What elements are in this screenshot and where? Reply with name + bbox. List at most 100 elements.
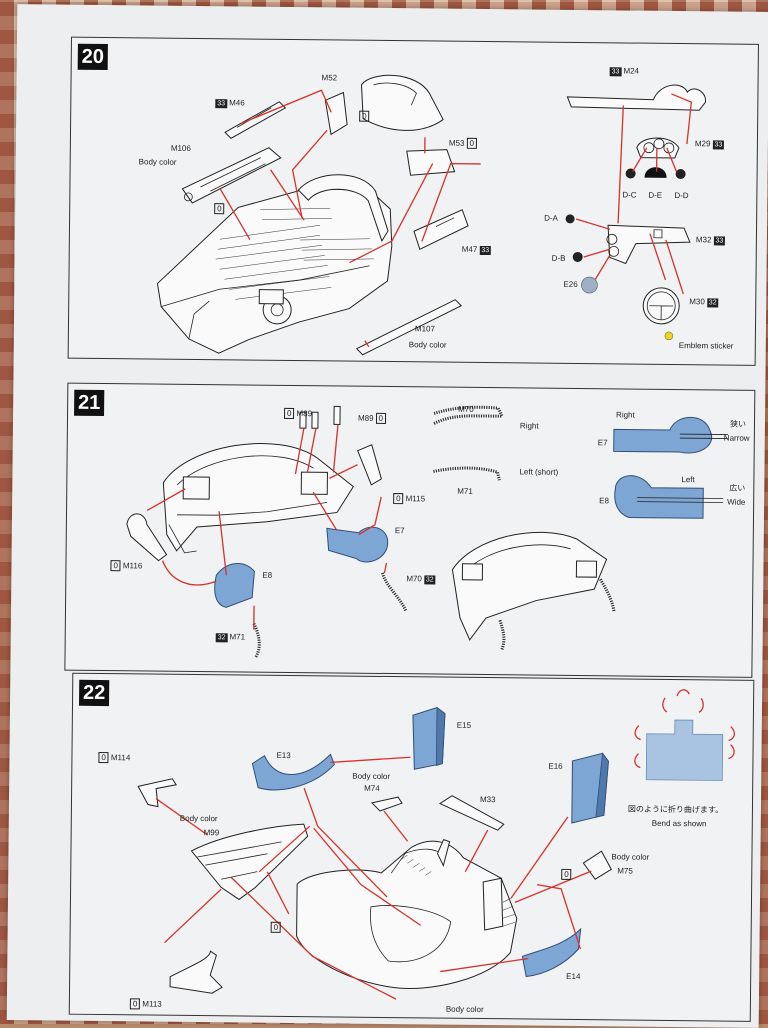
label-emblem-sticker: Emblem sticker (678, 341, 734, 351)
label-m115: M115 (405, 494, 426, 504)
decal-e14 (521, 927, 582, 978)
label-body-color-bottom: Body color (445, 1004, 484, 1015)
body-shell (296, 838, 518, 989)
zero-mark-m106: 0 (212, 203, 227, 215)
step-22-panel: 22 (68, 672, 755, 1022)
label-bend-jp: 図のように折り曲げます。 (627, 804, 724, 815)
mark-33: 33 (215, 99, 228, 109)
label-m53: M53 (448, 138, 465, 148)
part-m47 (413, 209, 469, 251)
label-m30: M30 (689, 297, 705, 307)
part-m99 (190, 823, 309, 901)
part-m107 (355, 299, 463, 356)
label-e7: E7 (394, 526, 405, 536)
emblem-sticker (664, 331, 674, 341)
label-body-color-m106: Body color (138, 157, 177, 167)
label-e15: E15 (456, 720, 472, 730)
label-m32: M32 (695, 235, 712, 245)
label-bend-en: Bend as shown (651, 818, 707, 829)
part-m75 (582, 850, 612, 880)
label-m114: M114 (110, 753, 131, 763)
label-m116: M116 (122, 561, 143, 571)
dash-panel-m32 (606, 224, 691, 265)
label-body-color-m99: Body color (179, 813, 218, 824)
label-m74: M74 (364, 783, 380, 793)
spring-m70 (380, 572, 408, 612)
label-e26: E26 (563, 279, 578, 289)
e7-e8-legend (613, 417, 728, 519)
label-m70b: M70 (406, 574, 422, 584)
legend-left: Left (681, 475, 695, 485)
step-21-drawing (126, 405, 728, 659)
legend-narrow-jp: 狭い (729, 419, 747, 429)
legend-wide-jp: 広い (729, 483, 746, 493)
assembly-arrows (146, 424, 388, 630)
decal-e16 (571, 752, 609, 824)
decal-e7 (326, 526, 389, 563)
label-e16: E16 (548, 761, 563, 771)
label-m106: M106 (170, 143, 191, 153)
label-m99: M99 (203, 828, 220, 838)
label-m71b: M71 (229, 632, 246, 642)
label-m52: M52 (321, 73, 338, 83)
label-m47: M47 (461, 244, 478, 254)
label-e13: E13 (276, 750, 291, 760)
step-20-panel: 20 (67, 36, 759, 366)
decal-e8 (214, 563, 255, 608)
dash-decals (565, 167, 686, 294)
label-m71: M71 (457, 486, 473, 496)
label-da: D-A (544, 213, 558, 223)
part-m89-pair (299, 405, 341, 429)
label-e14: E14 (566, 971, 581, 982)
decal-e15 (412, 706, 446, 770)
part-m114 (137, 778, 178, 808)
label-left-short: Left (short) (519, 467, 559, 477)
part-m113 (169, 950, 223, 994)
label-e8: E8 (262, 570, 273, 580)
assembly-arrows (155, 756, 592, 1000)
label-m24: M24 (623, 66, 640, 76)
label-body-color-m74: Body color (352, 771, 391, 782)
zero-mark-m75: 0 (559, 868, 574, 880)
label-dd: D-D (674, 190, 689, 201)
steering-wheel-m30 (642, 287, 680, 341)
label-m89-right: M89 (357, 413, 374, 423)
label-m113: M113 (142, 999, 162, 1009)
legend-wide: Wide (727, 497, 746, 507)
part-m74 (371, 796, 403, 812)
spring-m71 (252, 622, 261, 659)
part-m33 (438, 795, 505, 831)
step-20-drawing (156, 74, 706, 356)
label-de: D-E (648, 190, 663, 200)
instruction-sheet: 20 (6, 4, 768, 1028)
bend-diagram (634, 689, 735, 781)
legend-narrow: Narrow (723, 433, 750, 443)
zero-mark-m52: 0 (357, 110, 372, 122)
part-m52 (324, 91, 348, 136)
legend-right: Right (616, 410, 635, 420)
label-m107: M107 (414, 324, 436, 334)
step-21-panel: 21 (64, 382, 756, 678)
part-m53 (406, 149, 456, 176)
assembled-tub-view (451, 531, 616, 651)
chassis-tub (156, 174, 393, 354)
label-m29: M29 (694, 139, 711, 149)
dashboard-m24 (566, 84, 706, 111)
label-dc: D-C (622, 190, 637, 200)
rear-tub (162, 443, 354, 554)
zero-mark-body: 0 (269, 921, 284, 933)
